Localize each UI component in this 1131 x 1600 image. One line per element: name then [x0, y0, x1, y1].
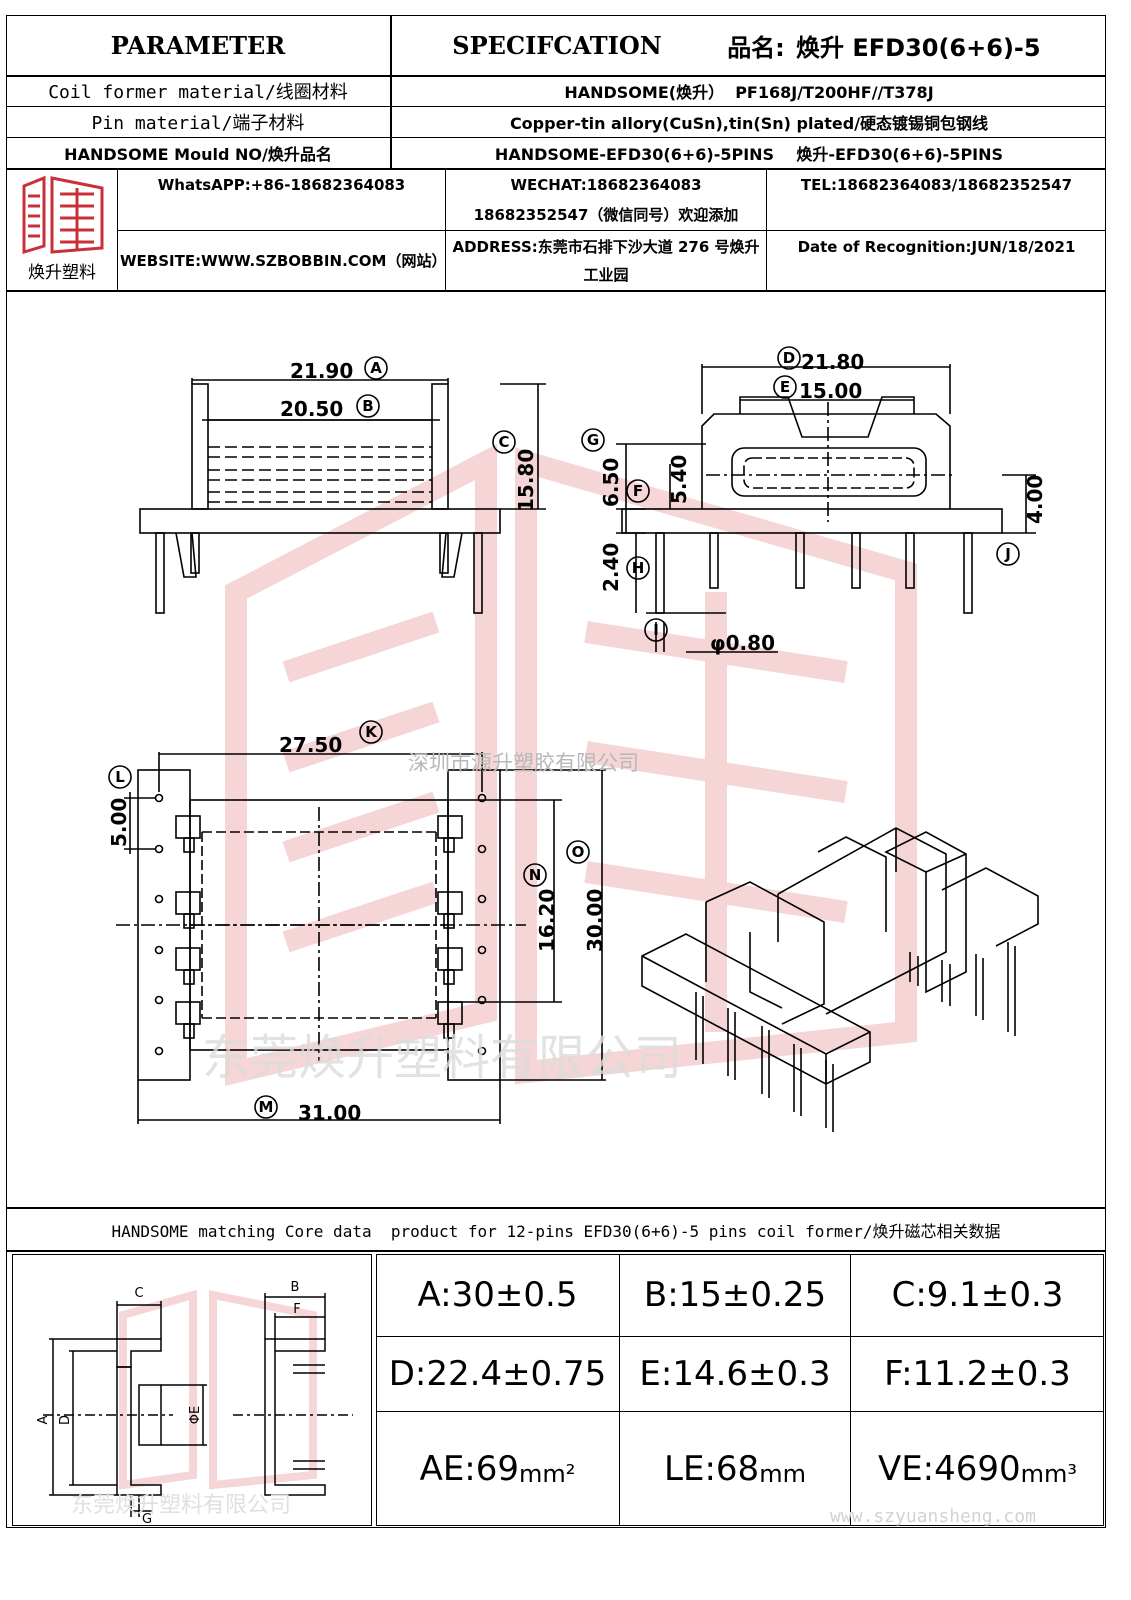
mark-n: N [529, 866, 542, 884]
address-contact: ADDRESS:东莞市石排下沙大道 276 号焕升工业园 [452, 238, 760, 284]
core-value-b: B:15±0.25 [643, 1275, 827, 1315]
core-label-b: B [291, 1280, 300, 1295]
core-label-d: D [58, 1415, 73, 1425]
company-logo: 焕升塑料 [14, 172, 110, 284]
core-label-a: A [36, 1415, 51, 1424]
watermark-bottom: 东莞焕升塑料有限公司 [202, 1030, 682, 1086]
dim-i: φ0.80 [710, 631, 775, 655]
ve-unit: mm³ [1020, 1460, 1078, 1488]
isometric-view [641, 827, 1039, 1132]
mark-l: L [115, 768, 125, 786]
watermark-center: 深圳市源升塑胶有限公司 [408, 751, 639, 775]
core-value-f: F:11.2±0.3 [884, 1354, 1071, 1394]
dim-l: 5.00 [107, 798, 131, 847]
mark-o: O [572, 843, 585, 861]
mark-g: G [587, 431, 599, 449]
ve-value: VE:4690 [877, 1449, 1021, 1489]
bottom-view [116, 752, 606, 1124]
front-view [139, 378, 546, 614]
core-label-g: G [142, 1512, 152, 1525]
core-section-title: HANDSOME matching Core data product for … [111, 1221, 1001, 1241]
whatsapp-contact: WhatsAPP:+86-18682364083 [157, 176, 406, 194]
core-label-c: C [134, 1286, 143, 1301]
date-of-recognition: Date of Recognition:JUN/18/2021 [797, 238, 1076, 256]
technical-drawing: A B C D E G F H I J K L M N O 21.90 20.5… [107, 346, 1047, 1132]
core-label-e: ΦE [188, 1406, 203, 1424]
dim-n: 16.20 [535, 889, 559, 952]
core-diagram: C B F G A D ΦE 东莞焕升塑料有限公司 [12, 1254, 372, 1527]
mark-a: A [370, 359, 382, 377]
ae-value: AE:69 [419, 1449, 520, 1489]
mark-i: I [653, 621, 659, 639]
pin-material-value: Copper-tin allory(CuSn),tin(Sn) plated/硬… [509, 114, 989, 133]
wechat-line-1: WECHAT:18682364083 [510, 176, 702, 194]
handsome-logo-icon [22, 175, 104, 255]
le-value: LE:68 [664, 1449, 760, 1489]
dim-f: 5.40 [667, 455, 691, 504]
mark-j: J [1004, 545, 1011, 563]
coil-former-material-value: HANDSOME(焕升） PF168J/T200HF//T378J [564, 83, 934, 102]
dim-k: 27.50 [279, 733, 342, 757]
website-contact: WEBSITE:WWW.SZBOBBIN.COM（网站） [120, 252, 447, 270]
core-label-f: F [293, 1302, 300, 1317]
parameter-heading: PARAMETER [110, 30, 286, 60]
mould-no-label: HANDSOME Mould NO/焕升品名 [64, 145, 332, 164]
mark-b: B [362, 397, 373, 415]
dim-e: 15.00 [799, 379, 862, 403]
dim-o: 30.00 [583, 889, 607, 952]
core-value-e: E:14.6±0.3 [639, 1354, 831, 1394]
pin-material-label: Pin material/端子材料 [91, 113, 305, 134]
watermark-url: www.szyuansheng.com [830, 1506, 1036, 1527]
dim-h: 2.40 [599, 543, 623, 592]
core-watermark: 东莞焕升塑料有限公司 [71, 1493, 292, 1518]
le-unit: mm [759, 1460, 806, 1488]
dim-d: 21.80 [801, 350, 864, 374]
mark-k: K [365, 723, 378, 741]
core-value-a: A:30±0.5 [417, 1275, 578, 1315]
specification-heading: SPECIFCATION [452, 30, 662, 60]
mark-m: M [259, 1098, 274, 1116]
mark-f: F [633, 482, 643, 500]
core-value-c: C:9.1±0.3 [891, 1275, 1064, 1315]
side-view [616, 364, 1036, 653]
dim-g: 6.50 [599, 458, 623, 507]
coil-former-material-label: Coil former material/线圈材料 [48, 82, 348, 103]
mark-d: D [783, 349, 795, 367]
mark-c: C [498, 433, 509, 451]
mark-e: E [780, 378, 790, 396]
page-frame [6, 15, 1106, 1528]
product-name-label: 品名: [727, 33, 785, 62]
wechat-line-2: 18682352547（微信同号）欢迎添加 [473, 205, 739, 224]
dim-a: 21.90 [290, 359, 353, 383]
product-name-value: 焕升 EFD30(6+6)-5 [796, 33, 1041, 62]
logo-caption: 焕升塑料 [28, 263, 96, 283]
dim-b: 20.50 [280, 397, 343, 421]
core-shape-drawing: C B F G A D ΦE [36, 1280, 353, 1527]
tel-contact: TEL:18682364083/18682352547 [800, 176, 1073, 194]
mould-no-value: HANDSOME-EFD30(6+6)-5PINS 焕升-EFD30(6+6)-… [494, 145, 1004, 164]
mark-h: H [632, 559, 645, 577]
core-value-d: D:22.4±0.75 [388, 1354, 607, 1394]
dim-m: 31.00 [298, 1101, 361, 1125]
dim-c: 15.80 [514, 449, 538, 512]
dim-j: 4.00 [1023, 475, 1047, 524]
ae-unit: mm² [519, 1460, 576, 1488]
